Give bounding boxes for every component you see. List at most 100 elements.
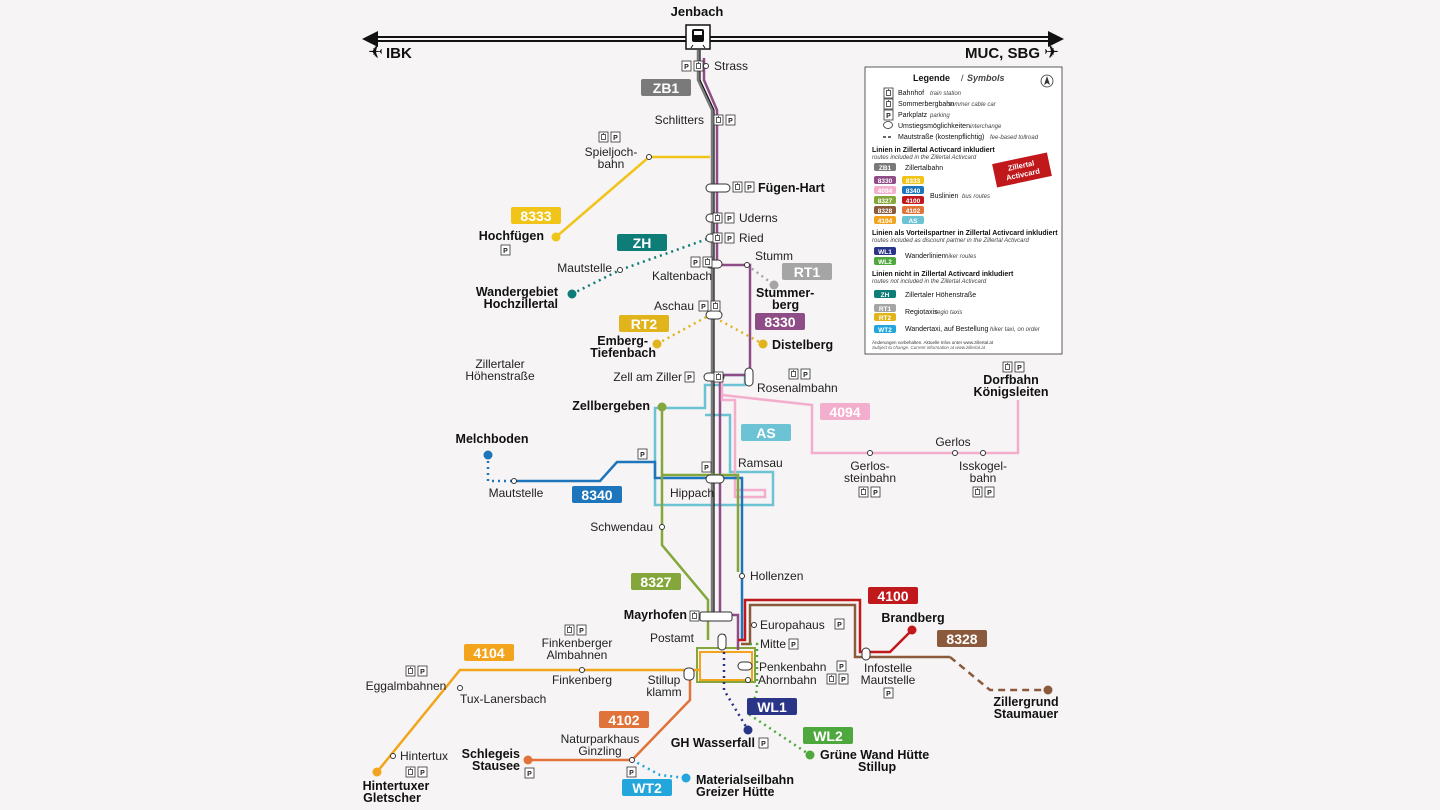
svg-text:8333: 8333 — [520, 208, 551, 224]
svg-text:Hintertuxer: Hintertuxer — [363, 779, 430, 793]
svg-text:RT1: RT1 — [794, 264, 821, 280]
svg-text:Emberg-: Emberg- — [597, 334, 648, 348]
svg-text:Wanderlinien: Wanderlinien — [905, 253, 946, 260]
badge-AS: AS — [741, 424, 791, 441]
svg-text:Naturparkhaus: Naturparkhaus — [561, 732, 640, 746]
svg-text:WT2: WT2 — [878, 327, 892, 334]
badge-4104: 4104 — [464, 644, 514, 661]
svg-text:Linien nicht in Zillertal Acti: Linien nicht in Zillertal Activcard inkl… — [872, 271, 1014, 278]
svg-text:Strass: Strass — [714, 59, 748, 73]
svg-text:Almbahnen: Almbahnen — [547, 648, 608, 662]
svg-text:Rosenalmbahn: Rosenalmbahn — [757, 381, 838, 395]
svg-text:WL2: WL2 — [878, 259, 892, 266]
svg-text:WL1: WL1 — [757, 699, 787, 715]
svg-text:Greizer Hütte: Greizer Hütte — [696, 785, 775, 799]
badge-RT2: RT2 — [619, 315, 669, 332]
svg-text:Schlegeis: Schlegeis — [462, 747, 520, 761]
svg-text:Buslinien: Buslinien — [930, 193, 959, 200]
svg-text:interchange: interchange — [970, 124, 1002, 130]
line-4094 — [720, 380, 1020, 499]
main-rail-arrow — [362, 31, 1064, 47]
svg-text:Stummer-: Stummer- — [756, 286, 814, 300]
svg-text:Materialseilbahn: Materialseilbahn — [696, 773, 794, 787]
line-ZB1 — [696, 50, 714, 615]
left-destination: IBK — [386, 45, 412, 62]
interchanges — [683, 183, 871, 681]
svg-text:Uderns: Uderns — [739, 211, 778, 225]
svg-text:Aschau: Aschau — [654, 299, 694, 313]
route-badges: ZB1 8333 ZH RT1 RT2 8330 4094 AS 8340 83… — [464, 79, 987, 796]
svg-text:Mautstraße (kostenpflichtig): Mautstraße (kostenpflichtig) — [898, 134, 984, 141]
stops — [390, 63, 986, 763]
svg-text:Hochzillertal: Hochzillertal — [484, 297, 558, 311]
svg-text:Gerlos: Gerlos — [935, 435, 970, 449]
svg-text:Zellbergeben: Zellbergeben — [572, 399, 650, 413]
svg-text:Höhenstraße: Höhenstraße — [465, 369, 535, 383]
svg-text:WL1: WL1 — [878, 249, 892, 256]
svg-text:8327: 8327 — [878, 198, 893, 205]
svg-text:Linien als Vorteilspartner in: Linien als Vorteilspartner in Zillertal … — [872, 230, 1058, 237]
svg-text:routes not included in the Zil: routes not included in the Zillertal Act… — [872, 279, 987, 285]
svg-text:AS: AS — [756, 425, 775, 441]
svg-text:4100: 4100 — [906, 198, 921, 205]
svg-text:Kaltenbach: Kaltenbach — [652, 269, 712, 283]
badge-8327: 8327 — [631, 573, 681, 590]
svg-text:8340: 8340 — [906, 188, 921, 195]
svg-text:Distelberg: Distelberg — [772, 338, 833, 352]
line-8340 — [514, 460, 744, 640]
svg-text:8340: 8340 — [581, 487, 612, 503]
badge-RT1: RT1 — [782, 263, 832, 280]
activcard-logo: Zillertal Activcard — [992, 152, 1052, 188]
svg-text:WL2: WL2 — [813, 728, 843, 744]
svg-text:Mitte: Mitte — [760, 637, 786, 651]
svg-text:Schwendau: Schwendau — [590, 520, 653, 534]
svg-text:Tux-Lanersbach: Tux-Lanersbach — [460, 692, 546, 706]
svg-text:AS: AS — [908, 218, 918, 225]
svg-text:4094: 4094 — [878, 188, 893, 195]
svg-text:4104: 4104 — [473, 645, 504, 661]
svg-text:GH Wasserfall: GH Wasserfall — [671, 736, 755, 750]
badge-ZH: ZH — [617, 234, 667, 251]
svg-text:8333: 8333 — [906, 178, 921, 185]
svg-text:Mayrhofen: Mayrhofen — [624, 608, 687, 622]
right-destination: MUC, SBG — [965, 45, 1040, 62]
svg-text:8330: 8330 — [878, 178, 893, 185]
svg-text:Finkenberger: Finkenberger — [542, 636, 613, 650]
line-WL2 — [748, 642, 811, 757]
svg-text:4100: 4100 — [877, 588, 908, 604]
svg-text:Staumauer: Staumauer — [994, 707, 1059, 721]
svg-text:Brandberg: Brandberg — [881, 611, 944, 625]
svg-text:Ried: Ried — [739, 231, 764, 245]
svg-text:Isskogel-: Isskogel- — [959, 459, 1007, 473]
svg-text:RT2: RT2 — [879, 315, 892, 322]
svg-text:Finkenberg: Finkenberg — [552, 673, 612, 687]
svg-text:Wandertaxi, auf Bestellung: Wandertaxi, auf Bestellung — [905, 326, 989, 333]
svg-text:summer cable car: summer cable car — [948, 102, 997, 108]
svg-text:Bahnhof: Bahnhof — [898, 90, 924, 97]
legend-badges-included: ZB1 Zillertalbahn 8330 8333 4094 8340 83… — [874, 163, 990, 225]
svg-text:Stausee: Stausee — [472, 759, 520, 773]
compass-icon — [1040, 74, 1054, 88]
svg-text:Hollenzen: Hollenzen — [750, 569, 803, 583]
svg-text:berg: berg — [772, 298, 799, 312]
svg-text:train station: train station — [930, 91, 962, 97]
svg-text:Königsleiten: Königsleiten — [973, 385, 1048, 399]
svg-text:8330: 8330 — [764, 314, 795, 330]
legend-symbols: Bahnhof train station Sommerbergbahn sum… — [883, 87, 1039, 141]
badge-4102: 4102 — [599, 711, 649, 728]
svg-text:Hochfügen: Hochfügen — [479, 229, 544, 243]
svg-text:RT2: RT2 — [631, 316, 658, 332]
badge-4100: 4100 — [868, 587, 918, 604]
svg-text:ZH: ZH — [633, 235, 652, 251]
svg-text:Grüne Wand Hütte: Grüne Wand Hütte — [820, 748, 929, 762]
badge-WL1: WL1 — [747, 698, 797, 715]
line-4104 — [376, 668, 700, 773]
station-labels: Strass Schlitters Spieljoch- bahn Fügen-… — [363, 59, 1059, 805]
svg-text:hiker routes: hiker routes — [945, 254, 976, 260]
svg-text:Ahornbahn: Ahornbahn — [758, 673, 817, 687]
hub-label: Jenbach — [671, 4, 724, 19]
line-8333 — [555, 155, 710, 238]
svg-text:Mautstelle: Mautstelle — [861, 673, 916, 687]
svg-text:Mautstelle: Mautstelle — [489, 486, 544, 500]
svg-text:Zillertaler Höhenstraße: Zillertaler Höhenstraße — [905, 292, 976, 299]
